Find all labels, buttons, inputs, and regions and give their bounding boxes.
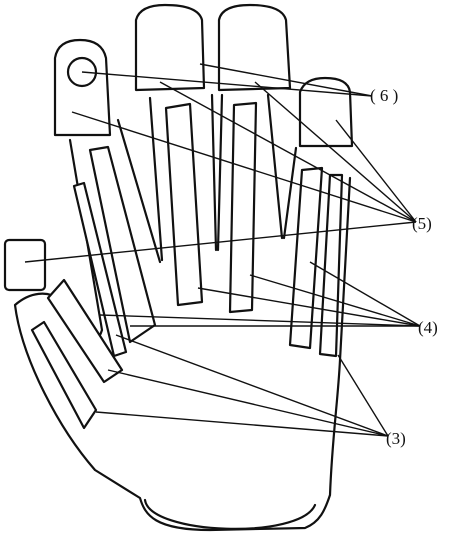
thumb-strip-lower bbox=[30, 320, 98, 430]
gap-line-3 bbox=[210, 93, 218, 252]
gap-line-6 bbox=[282, 146, 298, 240]
gap-line-2 bbox=[148, 96, 164, 262]
ring-fingertip-pad bbox=[217, 3, 292, 92]
callout-label-5: (5) bbox=[412, 214, 432, 233]
index-fingertip-pad bbox=[53, 38, 112, 137]
thumb-strip-upper bbox=[46, 278, 124, 384]
palm-base-curve bbox=[143, 498, 317, 530]
gap-line-4 bbox=[216, 93, 224, 252]
index-finger-strip bbox=[88, 145, 157, 344]
callout-label-4: (4) bbox=[418, 318, 438, 337]
little-finger-strip bbox=[288, 166, 324, 350]
gap-line-5 bbox=[266, 93, 284, 240]
little-fingertip-pad bbox=[298, 76, 354, 148]
middle-finger-strip bbox=[164, 102, 204, 307]
callout-label-3: (3) bbox=[386, 429, 406, 448]
leader-lines-5 bbox=[24, 81, 417, 263]
gap-line-1 bbox=[116, 118, 162, 264]
middle-fingertip-pad bbox=[134, 3, 206, 92]
leader-lines-6 bbox=[81, 63, 373, 97]
ring-finger-strip bbox=[228, 101, 258, 314]
index-finger-strip-edge bbox=[72, 181, 128, 358]
little-finger-strip-edge bbox=[318, 173, 344, 358]
callout-label-6: ( 6 ) bbox=[370, 86, 398, 105]
thumb-tip-pad bbox=[3, 238, 47, 292]
leader-lines-4 bbox=[99, 261, 421, 327]
leader-lines-3 bbox=[95, 334, 389, 437]
